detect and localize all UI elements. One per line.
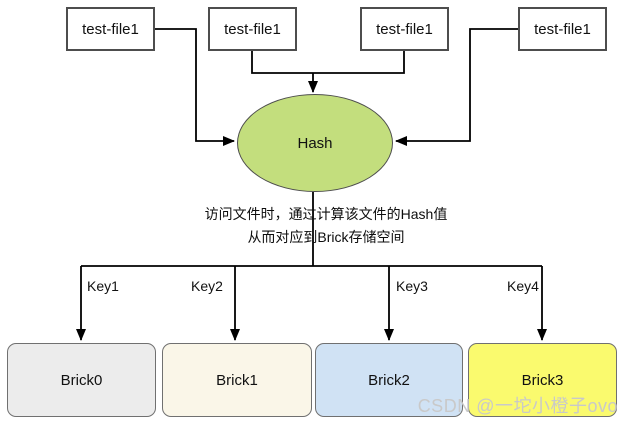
brick0-node: Brick0 bbox=[7, 343, 156, 417]
file-node-2-label: test-file1 bbox=[224, 20, 281, 38]
file-node-3-label: test-file1 bbox=[376, 20, 433, 38]
connector-file4-to-hash bbox=[395, 28, 518, 146]
hash-node: Hash bbox=[237, 94, 393, 192]
key3-label: Key3 bbox=[396, 278, 428, 294]
key1-label: Key1 bbox=[87, 278, 119, 294]
key4-label: Key4 bbox=[507, 278, 539, 294]
brick1-node: Brick1 bbox=[162, 343, 312, 417]
brick2-node: Brick2 bbox=[315, 343, 463, 417]
hash-node-label: Hash bbox=[297, 134, 333, 152]
brick3-label: Brick3 bbox=[521, 371, 564, 389]
brick1-label: Brick1 bbox=[216, 371, 258, 389]
file-node-1: test-file1 bbox=[66, 7, 155, 51]
file-node-3: test-file1 bbox=[360, 7, 449, 51]
file-node-1-label: test-file1 bbox=[82, 20, 139, 38]
file-node-4-label: test-file1 bbox=[534, 20, 591, 38]
brick2-label: Brick2 bbox=[368, 371, 410, 389]
brick3-node: Brick3 bbox=[468, 343, 617, 417]
file-node-4: test-file1 bbox=[518, 7, 607, 51]
caption-line-2: 从而对应到Brick存储空间 bbox=[247, 229, 405, 245]
caption-text: 访问文件时，通过计算该文件的Hash值 从而对应到Brick存储空间 bbox=[165, 203, 487, 249]
brick0-label: Brick0 bbox=[60, 371, 103, 389]
connector-file3-to-junction bbox=[313, 51, 405, 74]
file-node-2: test-file1 bbox=[208, 7, 297, 51]
key2-label: Key2 bbox=[191, 278, 223, 294]
watermark-text: CSDN @一坨小橙子ovo bbox=[417, 396, 618, 416]
connector-file2-to-junction bbox=[251, 51, 313, 74]
connector-file1-to-hash bbox=[155, 28, 235, 146]
caption-line-1: 访问文件时，通过计算该文件的Hash值 bbox=[204, 206, 448, 222]
